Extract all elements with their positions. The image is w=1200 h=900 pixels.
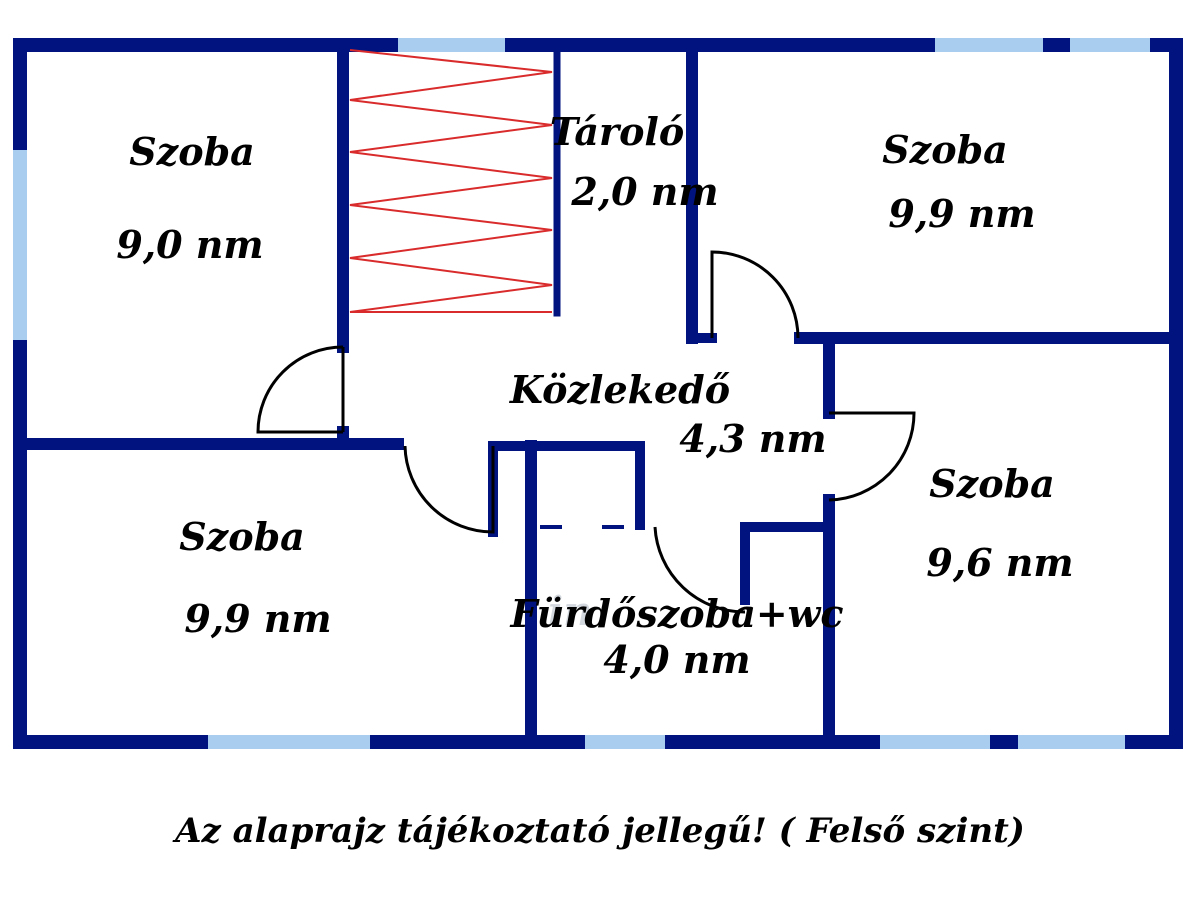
floor-plan-caption: Az alaprajz tájékoztató jellegű! ( Felső… xyxy=(172,811,1025,851)
room-top-right-area: 9,9 nm xyxy=(888,191,1035,236)
storage-area: 2,0 nm xyxy=(570,169,718,214)
stairs-zigzag xyxy=(349,49,553,313)
bathroom-name: Fürdőszoba+wc xyxy=(509,591,843,636)
door-bottom-left-room xyxy=(403,445,495,534)
room-labels: Szoba 9,0 nm Tároló 2,0 nm Szoba 9,9 nm … xyxy=(116,109,1073,682)
storage-name: Tároló xyxy=(550,109,684,154)
door-right-room xyxy=(828,411,916,502)
room-right-name: Szoba xyxy=(929,461,1055,506)
door-top-right-room xyxy=(710,250,800,339)
door-top-left-room xyxy=(256,345,345,434)
room-top-left-name: Szoba xyxy=(129,129,255,174)
hallway-name: Közlekedő xyxy=(509,367,730,412)
door-bathroom xyxy=(653,526,746,614)
doors xyxy=(256,250,916,614)
room-top-left-area: 9,0 nm xyxy=(116,222,263,267)
hallway-area: 4,3 nm xyxy=(679,416,826,461)
room-right-area: 9,6 nm xyxy=(926,540,1073,585)
room-bottom-left-area: 9,9 nm xyxy=(184,596,331,641)
room-bottom-left-name: Szoba xyxy=(179,514,305,559)
windows xyxy=(13,38,1150,749)
bathroom-area: 4,0 nm xyxy=(603,637,750,682)
room-top-right-name: Szoba xyxy=(882,127,1008,172)
watermark-logo: in xyxy=(548,588,592,635)
